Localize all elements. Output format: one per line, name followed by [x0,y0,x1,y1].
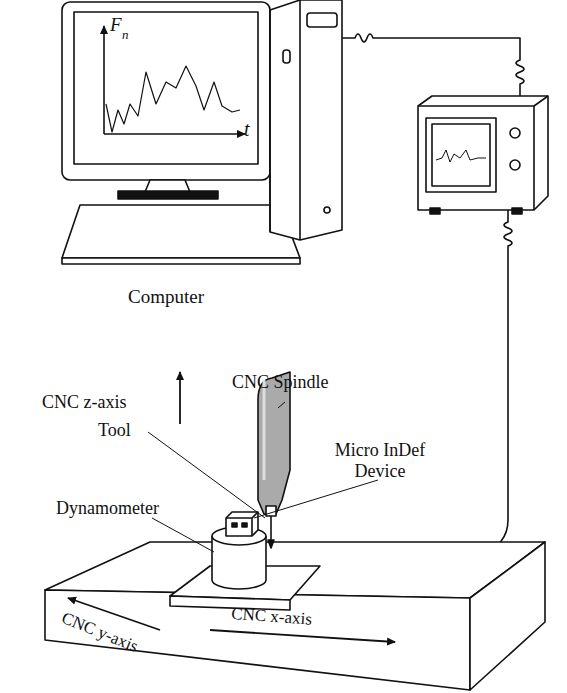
micro-indef-device [226,512,258,536]
part-label: Micro InDef Device [330,440,430,481]
axis-subscript: n [122,28,129,43]
keyboard [62,205,300,258]
part-label: Dynamometer [56,498,159,519]
tool [268,516,274,548]
axis-label: t [244,118,250,141]
axis-label: F [110,14,122,36]
cnc-spindle [258,372,290,514]
computer-tower [270,0,342,240]
charge-amplifier [418,96,548,210]
cable [342,34,524,96]
part-label: Tool [98,420,131,441]
monitor [62,2,270,180]
cable [300,210,512,590]
part-label: CNC Spindle [232,372,329,393]
axis-label: CNC z-axis [42,392,127,413]
part-label: Computer [128,286,204,308]
